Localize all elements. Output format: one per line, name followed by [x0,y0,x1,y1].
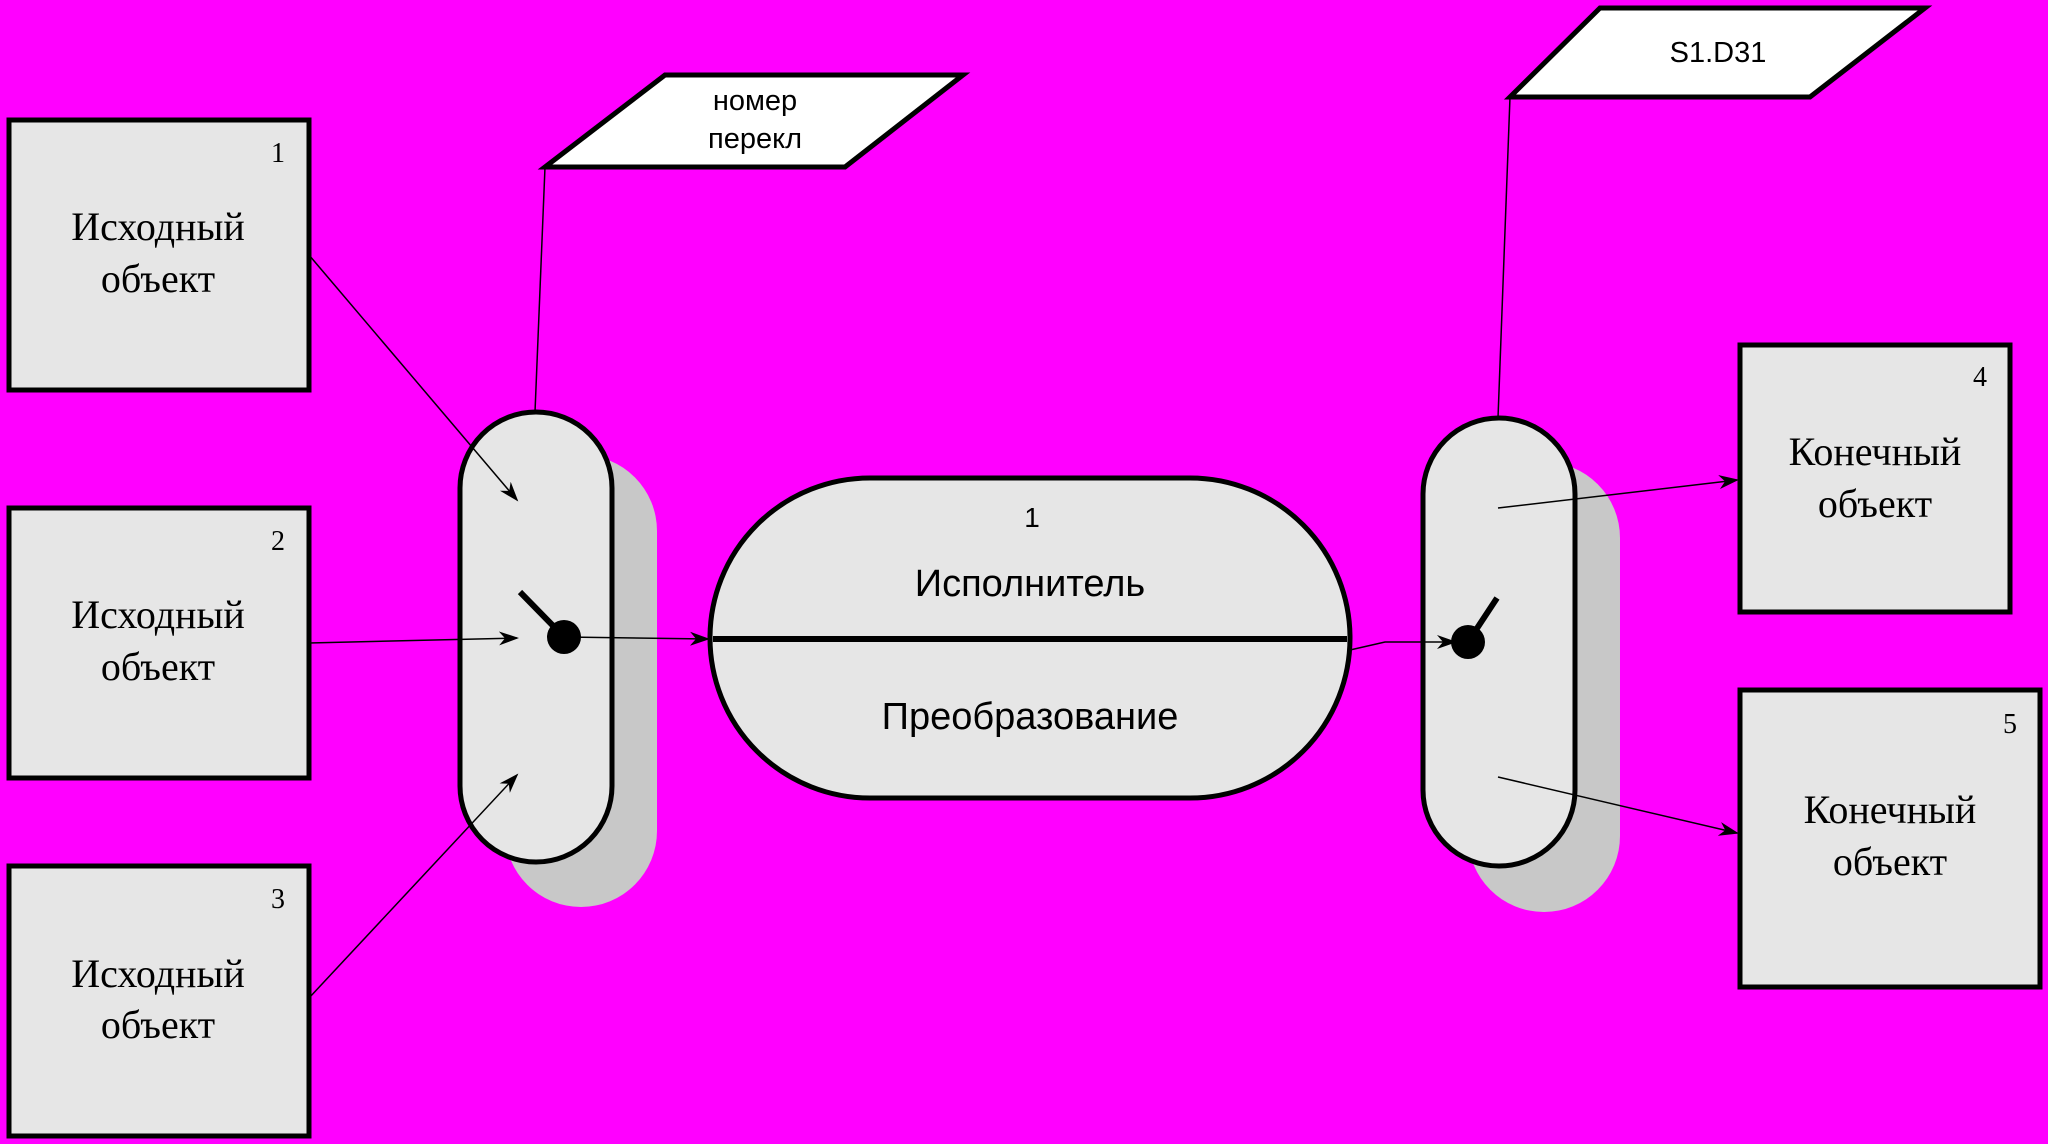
right-switch-label-leader [1497,96,1511,419]
source-object-1-label-line1: Исходный [71,204,244,249]
target-object-4-label-line1: Конечный [1789,429,1962,474]
right-switch-lever [1451,596,1500,659]
right-switch-label[interactable]: S1.D31 [1503,5,1933,100]
left-switch-lever [517,589,581,654]
right-switch-label-line1: S1.D31 [1670,37,1767,69]
target-object-4[interactable]: 4 Конечный объект [1737,342,2013,615]
target-object-5-number: 5 [2003,709,2017,740]
source-object-3[interactable]: 3 Исходный объект [6,863,312,1139]
arrow-switch-to-executor [564,631,710,646]
executor-name: Исполнитель [915,563,1145,605]
source-object-1-label-line2: объект [101,256,215,301]
arrow-source-2-to-switch [308,631,519,646]
target-object-5[interactable]: 5 Конечный объект [1737,687,2043,990]
arrow-switch-to-target-4 [1497,475,1739,509]
source-object-2-label-line2: объект [101,644,215,689]
left-switch[interactable] [457,409,657,907]
left-switch-label[interactable]: номер перекл [537,72,971,170]
source-object-2-number: 2 [271,526,285,557]
left-switch-label-leader [534,166,546,413]
target-object-5-label-line2: объект [1833,839,1947,884]
executor-operation: Преобразование [882,696,1179,738]
left-switch-label-line2: перекл [708,123,802,155]
source-object-1[interactable]: 1 Исходный объект [6,117,312,393]
source-object-2-label-line1: Исходный [71,592,244,637]
source-object-1-number: 1 [271,138,285,169]
target-object-4-number: 4 [1973,362,1987,393]
source-object-2[interactable]: 2 Исходный объект [6,505,312,781]
executor-number: 1 [1024,502,1040,533]
right-switch[interactable] [1420,415,1620,912]
left-switch-label-line1: номер [713,85,797,117]
target-object-4-label-line2: объект [1818,481,1932,526]
arrow-source-3-to-switch [308,773,519,999]
arrow-switch-to-target-5 [1497,776,1739,836]
arrow-executor-to-switch [1349,635,1457,651]
arrow-source-1-to-switch [308,254,519,502]
executor[interactable]: 1 Исполнитель Преобразование [707,475,1353,801]
target-object-5-label-line1: Конечный [1804,787,1977,832]
source-object-3-label-line2: объект [101,1002,215,1047]
source-object-3-label-line1: Исходный [71,951,244,996]
source-object-3-number: 3 [271,884,285,915]
